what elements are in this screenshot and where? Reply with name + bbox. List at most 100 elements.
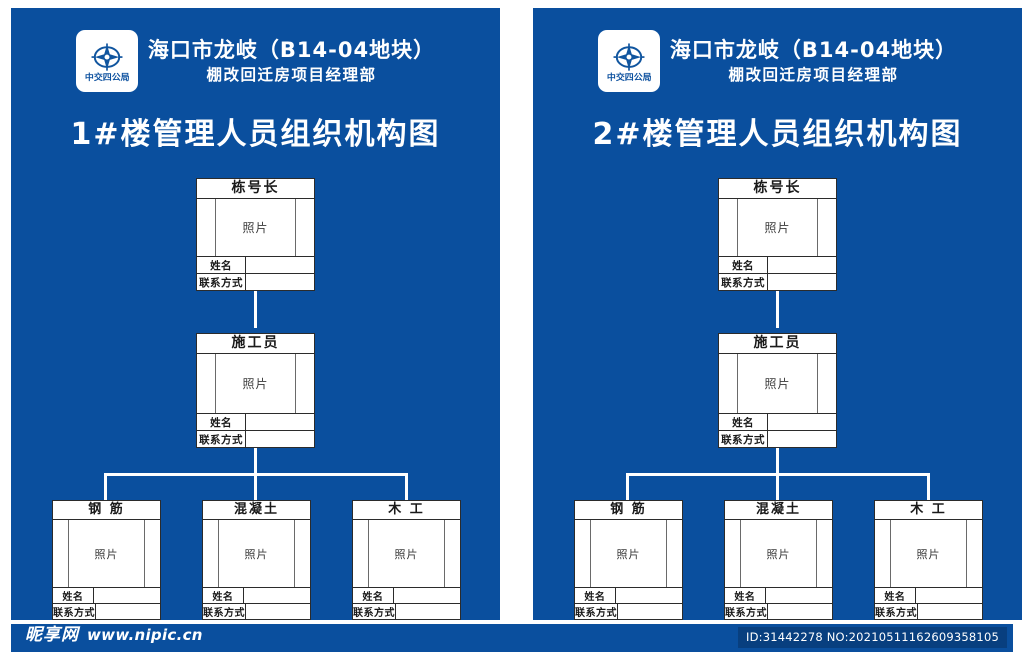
photo-placeholder[interactable]: 照片 <box>214 354 297 413</box>
photo-right-spacer <box>967 520 982 587</box>
name-value[interactable] <box>244 588 310 603</box>
project-department: 棚改回迁房项目经理部 <box>728 65 899 84</box>
name-value[interactable] <box>768 257 836 273</box>
contact-value[interactable] <box>768 274 836 290</box>
contact-value[interactable] <box>768 604 832 619</box>
photo-area[interactable]: 照片 <box>353 520 460 587</box>
compass-emblem-icon <box>91 43 123 71</box>
name-row: 姓名 <box>875 587 982 603</box>
photo-right-spacer <box>296 199 314 256</box>
photo-placeholder[interactable]: 照片 <box>736 199 819 256</box>
name-label: 姓名 <box>353 588 394 603</box>
name-value[interactable] <box>768 414 836 430</box>
photo-placeholder[interactable]: 照片 <box>589 520 668 587</box>
name-label: 姓名 <box>875 588 916 603</box>
name-label: 姓名 <box>575 588 616 603</box>
project-name: 海口市龙岐（B14-04地块） <box>147 37 436 62</box>
photo-placeholder[interactable]: 照片 <box>736 354 819 413</box>
contact-value[interactable] <box>246 604 310 619</box>
org-chart: 栋号长 照片 姓名 联系方式 施工员 <box>11 8 500 620</box>
connector-l2-down <box>776 448 779 475</box>
contact-row: 联系方式 <box>725 603 832 619</box>
name-label: 姓名 <box>203 588 244 603</box>
name-label: 姓名 <box>719 257 769 273</box>
contact-value[interactable] <box>396 604 460 619</box>
logo-caption: 中交四公局 <box>606 72 652 83</box>
node-concrete-team[interactable]: 混凝土 照片 姓名 联系方式 <box>724 500 833 620</box>
name-row: 姓名 <box>53 587 160 603</box>
asset-id-badge: ID:31442278 NO:20210511162609358105 <box>738 627 1007 648</box>
name-value[interactable] <box>916 588 982 603</box>
node-title: 栋号长 <box>719 179 836 199</box>
photo-placeholder[interactable]: 照片 <box>739 520 818 587</box>
photo-area[interactable]: 照片 <box>197 199 314 256</box>
node-carpentry-team[interactable]: 木 工 照片 姓名 联系方式 <box>874 500 983 620</box>
node-building-chief[interactable]: 栋号长 照片 姓名 联系方式 <box>196 178 315 291</box>
name-value[interactable] <box>246 257 314 273</box>
node-title: 钢 筋 <box>575 501 682 520</box>
photo-area[interactable]: 照片 <box>719 354 836 413</box>
photo-right-spacer <box>818 199 836 256</box>
contact-value[interactable] <box>618 604 682 619</box>
nipic-url[interactable]: www.nipic.cn <box>87 626 203 644</box>
photo-placeholder[interactable]: 照片 <box>217 520 296 587</box>
compass-emblem-icon <box>613 43 645 71</box>
node-title: 施工员 <box>197 334 314 354</box>
photo-right-spacer <box>667 520 682 587</box>
photo-right-spacer <box>145 520 160 587</box>
node-site-engineer[interactable]: 施工员 照片 姓名 联系方式 <box>196 333 315 448</box>
node-carpentry-team[interactable]: 木 工 照片 姓名 联系方式 <box>352 500 461 620</box>
node-title: 栋号长 <box>197 179 314 199</box>
photo-area[interactable]: 照片 <box>575 520 682 587</box>
photo-area[interactable]: 照片 <box>875 520 982 587</box>
contact-value[interactable] <box>246 274 314 290</box>
project-department: 棚改回迁房项目经理部 <box>206 65 377 84</box>
node-building-chief[interactable]: 栋号长 照片 姓名 联系方式 <box>718 178 837 291</box>
photo-right-spacer <box>295 520 310 587</box>
photo-placeholder[interactable]: 照片 <box>367 520 446 587</box>
name-row: 姓名 <box>575 587 682 603</box>
name-label: 姓名 <box>53 588 94 603</box>
name-value[interactable] <box>766 588 832 603</box>
node-concrete-team[interactable]: 混凝土 照片 姓名 联系方式 <box>202 500 311 620</box>
contact-row: 联系方式 <box>353 603 460 619</box>
contact-row: 联系方式 <box>575 603 682 619</box>
contact-label: 联系方式 <box>719 274 769 290</box>
photo-area[interactable]: 照片 <box>197 354 314 413</box>
node-site-engineer[interactable]: 施工员 照片 姓名 联系方式 <box>718 333 837 448</box>
name-value[interactable] <box>394 588 460 603</box>
photo-placeholder[interactable]: 照片 <box>889 520 968 587</box>
company-logo: 中交四公局 <box>597 30 660 92</box>
name-value[interactable] <box>616 588 682 603</box>
photo-area[interactable]: 照片 <box>725 520 832 587</box>
header-text-block: 海口市龙岐（B14-04地块） 棚改回迁房项目经理部 <box>148 38 435 84</box>
photo-left-spacer <box>197 354 215 413</box>
name-row: 姓名 <box>353 587 460 603</box>
contact-value[interactable] <box>246 431 314 447</box>
connector-bus-to-child-3 <box>927 473 930 501</box>
node-title: 混凝土 <box>203 501 310 520</box>
node-title: 木 工 <box>875 501 982 520</box>
contact-value[interactable] <box>768 431 836 447</box>
photo-area[interactable]: 照片 <box>719 199 836 256</box>
photo-area[interactable]: 照片 <box>203 520 310 587</box>
name-label: 姓名 <box>197 257 247 273</box>
photo-right-spacer <box>445 520 460 587</box>
photo-area[interactable]: 照片 <box>53 520 160 587</box>
logo-caption: 中交四公局 <box>84 72 130 83</box>
node-rebar-team[interactable]: 钢 筋 照片 姓名 联系方式 <box>574 500 683 620</box>
connector-bus-to-child-3 <box>405 473 408 501</box>
nipic-watermark[interactable]: 昵享网 www.nipic.cn <box>25 627 203 644</box>
node-title: 混凝土 <box>725 501 832 520</box>
name-value[interactable] <box>94 588 160 603</box>
contact-row: 联系方式 <box>719 273 836 290</box>
contact-row: 联系方式 <box>719 430 836 447</box>
name-label: 姓名 <box>725 588 766 603</box>
contact-value[interactable] <box>96 604 160 619</box>
photo-placeholder[interactable]: 照片 <box>214 199 297 256</box>
node-rebar-team[interactable]: 钢 筋 照片 姓名 联系方式 <box>52 500 161 620</box>
name-value[interactable] <box>246 414 314 430</box>
contact-value[interactable] <box>918 604 982 619</box>
photo-placeholder[interactable]: 照片 <box>67 520 146 587</box>
